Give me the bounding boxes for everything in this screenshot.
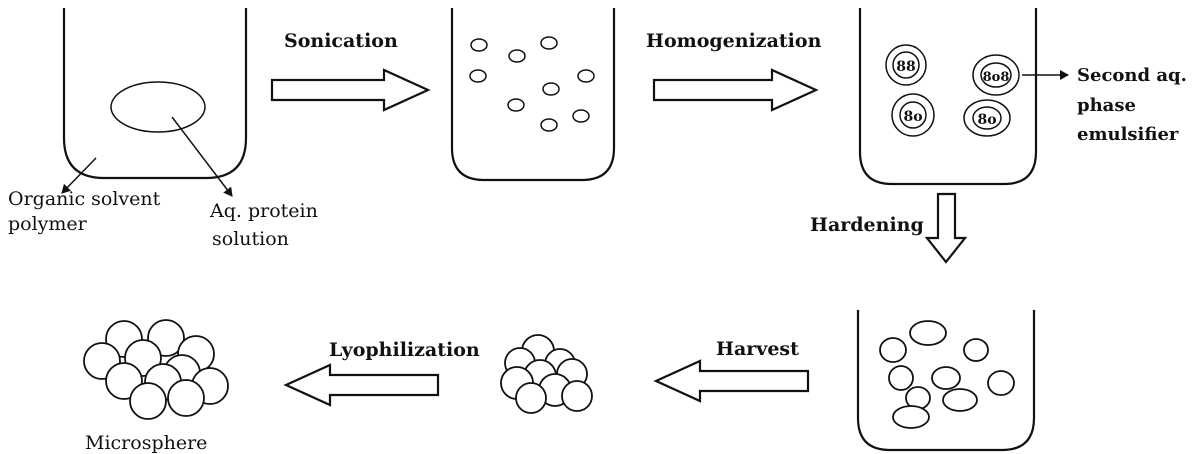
- protein-label-line2: solution: [212, 228, 289, 250]
- beaker-4: [856, 310, 1036, 452]
- hardened-microsphere: [963, 338, 989, 362]
- homogenization-arrow: [652, 68, 819, 112]
- emulsifier-label-line2: phase: [1077, 95, 1136, 116]
- emulsion-droplet: [542, 82, 560, 96]
- emulsion-droplet: [507, 98, 525, 112]
- beaker-2: [450, 8, 616, 182]
- sonication-arrow: [270, 68, 431, 112]
- harvested-microsphere-cluster: [500, 334, 593, 414]
- hardened-microsphere: [879, 337, 907, 363]
- protein-label-line1: Aq. protein: [209, 200, 318, 222]
- hardened-microsphere: [942, 388, 978, 412]
- emulsion-droplet: [540, 36, 558, 50]
- svg-text:8o: 8o: [977, 112, 996, 128]
- svg-text:8o8: 8o8: [983, 70, 1010, 85]
- emulsion-droplet: [470, 38, 488, 52]
- aqueous-droplet: [110, 81, 206, 133]
- hardening-label: Hardening: [810, 214, 924, 236]
- hardened-microsphere: [892, 405, 930, 429]
- hardened-microsphere: [909, 320, 947, 346]
- emulsion-droplet: [540, 118, 558, 132]
- protein-pointer-arrow: [171, 116, 233, 197]
- beaker-3: 88 8o8 8o 8o: [858, 8, 1038, 186]
- harvest-arrow: [653, 359, 810, 403]
- svg-text:88: 88: [896, 59, 915, 75]
- emulsifier-label-line3: emulsifier: [1077, 124, 1179, 145]
- double-emulsion-droplet: 8o8: [972, 54, 1020, 96]
- organic-solvent-label-line2: polymer: [8, 213, 88, 235]
- organic-solvent-label-line1: Organic solvent: [8, 188, 161, 210]
- microsphere-label: Microsphere: [85, 432, 207, 454]
- beaker-1: [62, 8, 248, 180]
- double-emulsion-droplet: 88: [885, 44, 927, 86]
- organic-pointer-arrow: [61, 157, 97, 194]
- emulsion-droplet: [572, 109, 590, 123]
- hardened-microsphere: [888, 365, 914, 391]
- microsphere-cluster: [83, 319, 229, 420]
- harvest-label: Harvest: [716, 338, 799, 360]
- emulsion-droplet: [577, 69, 595, 83]
- hardening-arrow: [924, 192, 968, 264]
- hardened-microsphere: [987, 370, 1015, 396]
- lyophilization-arrow: [283, 363, 440, 407]
- sonication-label: Sonication: [284, 30, 398, 52]
- emulsion-droplet: [508, 49, 526, 63]
- emulsifier-label-line1: Second aq.: [1077, 65, 1187, 86]
- lyophilization-label: Lyophilization: [329, 339, 480, 361]
- hardened-microsphere: [931, 366, 961, 390]
- homogenization-label: Homogenization: [646, 30, 822, 52]
- emulsion-droplet: [469, 69, 487, 83]
- double-emulsion-droplet: 8o: [963, 99, 1011, 137]
- svg-text:8o: 8o: [903, 109, 922, 125]
- double-emulsion-droplet: 8o: [891, 93, 935, 137]
